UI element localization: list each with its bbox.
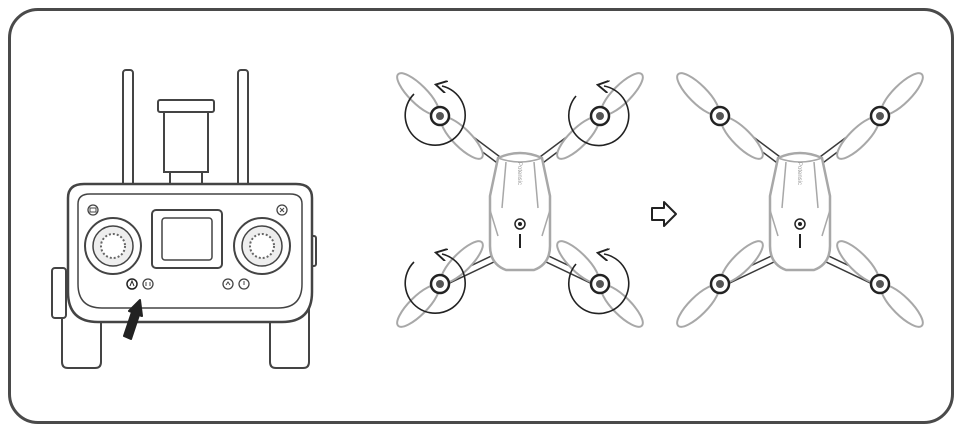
- drone-after: Potensic: [670, 66, 930, 334]
- speed-icon[interactable]: [87, 204, 99, 216]
- rotation-arrow-icon: [567, 254, 630, 315]
- camera-icon[interactable]: [276, 204, 288, 216]
- arrow-up-icon: [123, 299, 143, 340]
- rotation-arrow-icon: [404, 86, 467, 146]
- arrow-right-outline-icon: [651, 201, 677, 227]
- remote-controller: [51, 69, 317, 369]
- brand-label: Potensic: [796, 162, 802, 185]
- diagram-frame: [8, 8, 954, 424]
- power-icon[interactable]: [238, 278, 250, 290]
- rotation-indicators: [404, 86, 630, 315]
- brand-label: Potensic: [516, 162, 522, 185]
- drone-before: Potensic: [390, 66, 650, 334]
- rotation-arrow-icon: [567, 86, 630, 147]
- headless-icon[interactable]: [142, 278, 154, 290]
- takeoff-land-icon[interactable]: [126, 278, 138, 290]
- return-home-icon[interactable]: [222, 278, 234, 290]
- rotation-arrow-icon: [404, 254, 467, 314]
